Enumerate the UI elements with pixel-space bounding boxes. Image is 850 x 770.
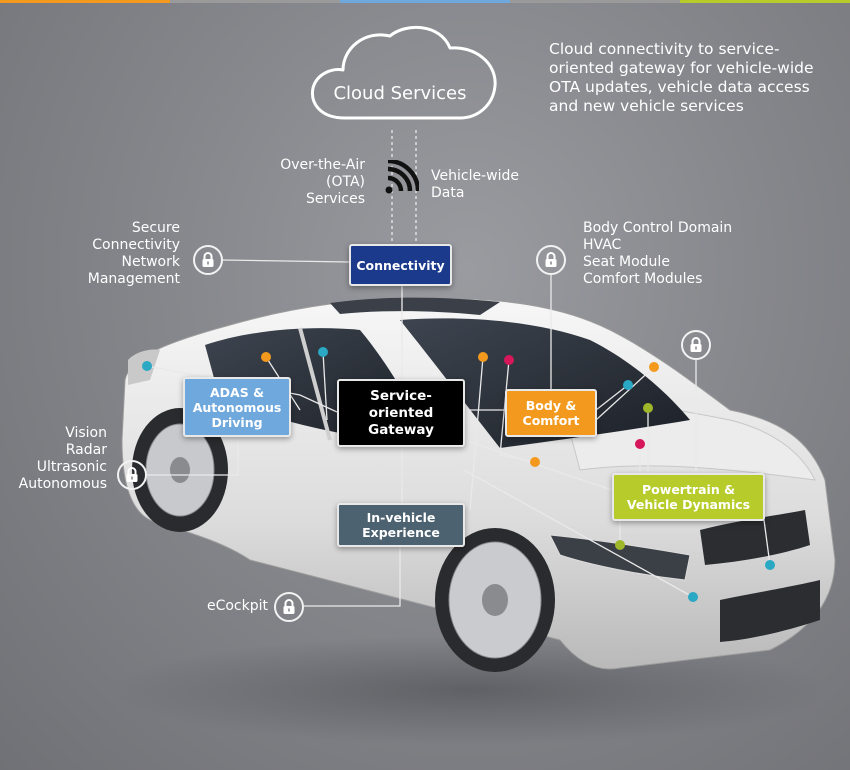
top-bar-segment-3 [340, 0, 510, 3]
top-bar-segment-2 [170, 0, 340, 3]
connector-dot [623, 380, 633, 390]
car-sunroof [330, 297, 500, 315]
lock-icon [536, 245, 566, 275]
gateway-box: Service- oriented Gateway [337, 379, 465, 447]
top-color-bar [0, 0, 850, 3]
car-headlight [549, 534, 691, 581]
secure-line: Connectivity [92, 237, 180, 253]
car-lower-grille [720, 580, 820, 642]
top-bar-segment-5 [680, 0, 850, 3]
adas-line: Autonomous [18, 476, 107, 492]
ecockpit-label: eCockpit [206, 598, 268, 614]
connector-dot [261, 352, 271, 362]
connectivity-box: Connectivity [349, 244, 452, 286]
top-bar-segment-1 [0, 0, 170, 3]
car-grille [700, 510, 810, 565]
vehicle-data-line: Vehicle-wide [431, 168, 519, 184]
ota-label: Over-the-Air (OTA) Services [250, 157, 365, 208]
connector-dot [765, 560, 775, 570]
front-wheel [435, 528, 555, 672]
lock-icon [117, 460, 147, 490]
lock-icon [274, 592, 304, 622]
powertrain-box: Powertrain & Vehicle Dynamics [612, 473, 765, 521]
connector-dot [643, 403, 653, 413]
body-control-label: Body Control Domain HVAC Seat Module Com… [583, 220, 783, 288]
box-line: Connectivity [356, 257, 445, 273]
vehicle-data-line: Data [431, 185, 465, 201]
vehicle-data-label: Vehicle-wide Data [431, 168, 531, 202]
adas-line: Ultrasonic [36, 459, 107, 475]
connector-dot [530, 457, 540, 467]
box-line: ADAS & [210, 384, 264, 400]
box-line: Driving [211, 414, 263, 430]
ota-line: Services [305, 191, 365, 207]
headline-line: and new vehicle services [549, 97, 744, 115]
box-line: Experience [362, 525, 440, 540]
box-line: Gateway [368, 421, 434, 438]
lock-icon [193, 245, 223, 275]
secure-line: Network [121, 254, 180, 270]
body-control-line: Comfort Modules [583, 271, 703, 287]
ota-line: (OTA) [326, 174, 365, 190]
car-windshield [400, 318, 690, 448]
secure-line: Management [87, 271, 180, 287]
connector-dot [478, 352, 488, 362]
headline-line: Cloud connectivity to service- [549, 40, 780, 58]
connector-dot [142, 361, 152, 371]
box-line: Service- [370, 387, 432, 404]
headline-text: Cloud connectivity to service- oriented … [549, 40, 839, 116]
secure-connectivity-label: Secure Connectivity Network Management [60, 220, 180, 288]
adas-line: Vision [65, 425, 107, 441]
lock-icon [681, 330, 711, 360]
connector-dot [649, 362, 659, 372]
adas-line: Radar [65, 442, 107, 458]
connector-dots [142, 347, 775, 602]
cloud-services-label: Cloud Services [333, 83, 467, 104]
connector-dot [635, 439, 645, 449]
body-control-line: Body Control Domain [583, 220, 733, 236]
box-line: Body & [525, 398, 577, 413]
adas-box: ADAS & Autonomous Driving [183, 377, 291, 437]
box-line: Powertrain & [642, 482, 735, 497]
connector-dot [688, 592, 698, 602]
body-comfort-box: Body & Comfort [505, 389, 597, 437]
connector-dot [318, 347, 328, 357]
box-line: oriented [368, 404, 434, 421]
connector-dot [504, 355, 514, 365]
connector-dot [615, 540, 625, 550]
headline-line: oriented gateway for vehicle-wide [549, 59, 814, 77]
invehicle-box: In-vehicle Experience [337, 503, 465, 547]
adas-sensor-label: Vision Radar Ultrasonic Autonomous [10, 425, 107, 493]
box-line: Autonomous [192, 399, 282, 415]
top-bar-segment-4 [510, 0, 680, 3]
headline-line: OTA updates, vehicle data access [549, 78, 810, 96]
box-line: Vehicle Dynamics [626, 497, 751, 512]
box-line: In-vehicle [366, 510, 436, 525]
cloud-icon [310, 25, 497, 120]
wireless-signal-icon [385, 160, 419, 194]
ota-line: Over-the-Air [280, 157, 365, 173]
box-line: Comfort [522, 413, 580, 428]
body-control-line: Seat Module [583, 254, 670, 270]
secure-line: Secure [131, 220, 180, 236]
body-control-line: HVAC [583, 237, 622, 253]
